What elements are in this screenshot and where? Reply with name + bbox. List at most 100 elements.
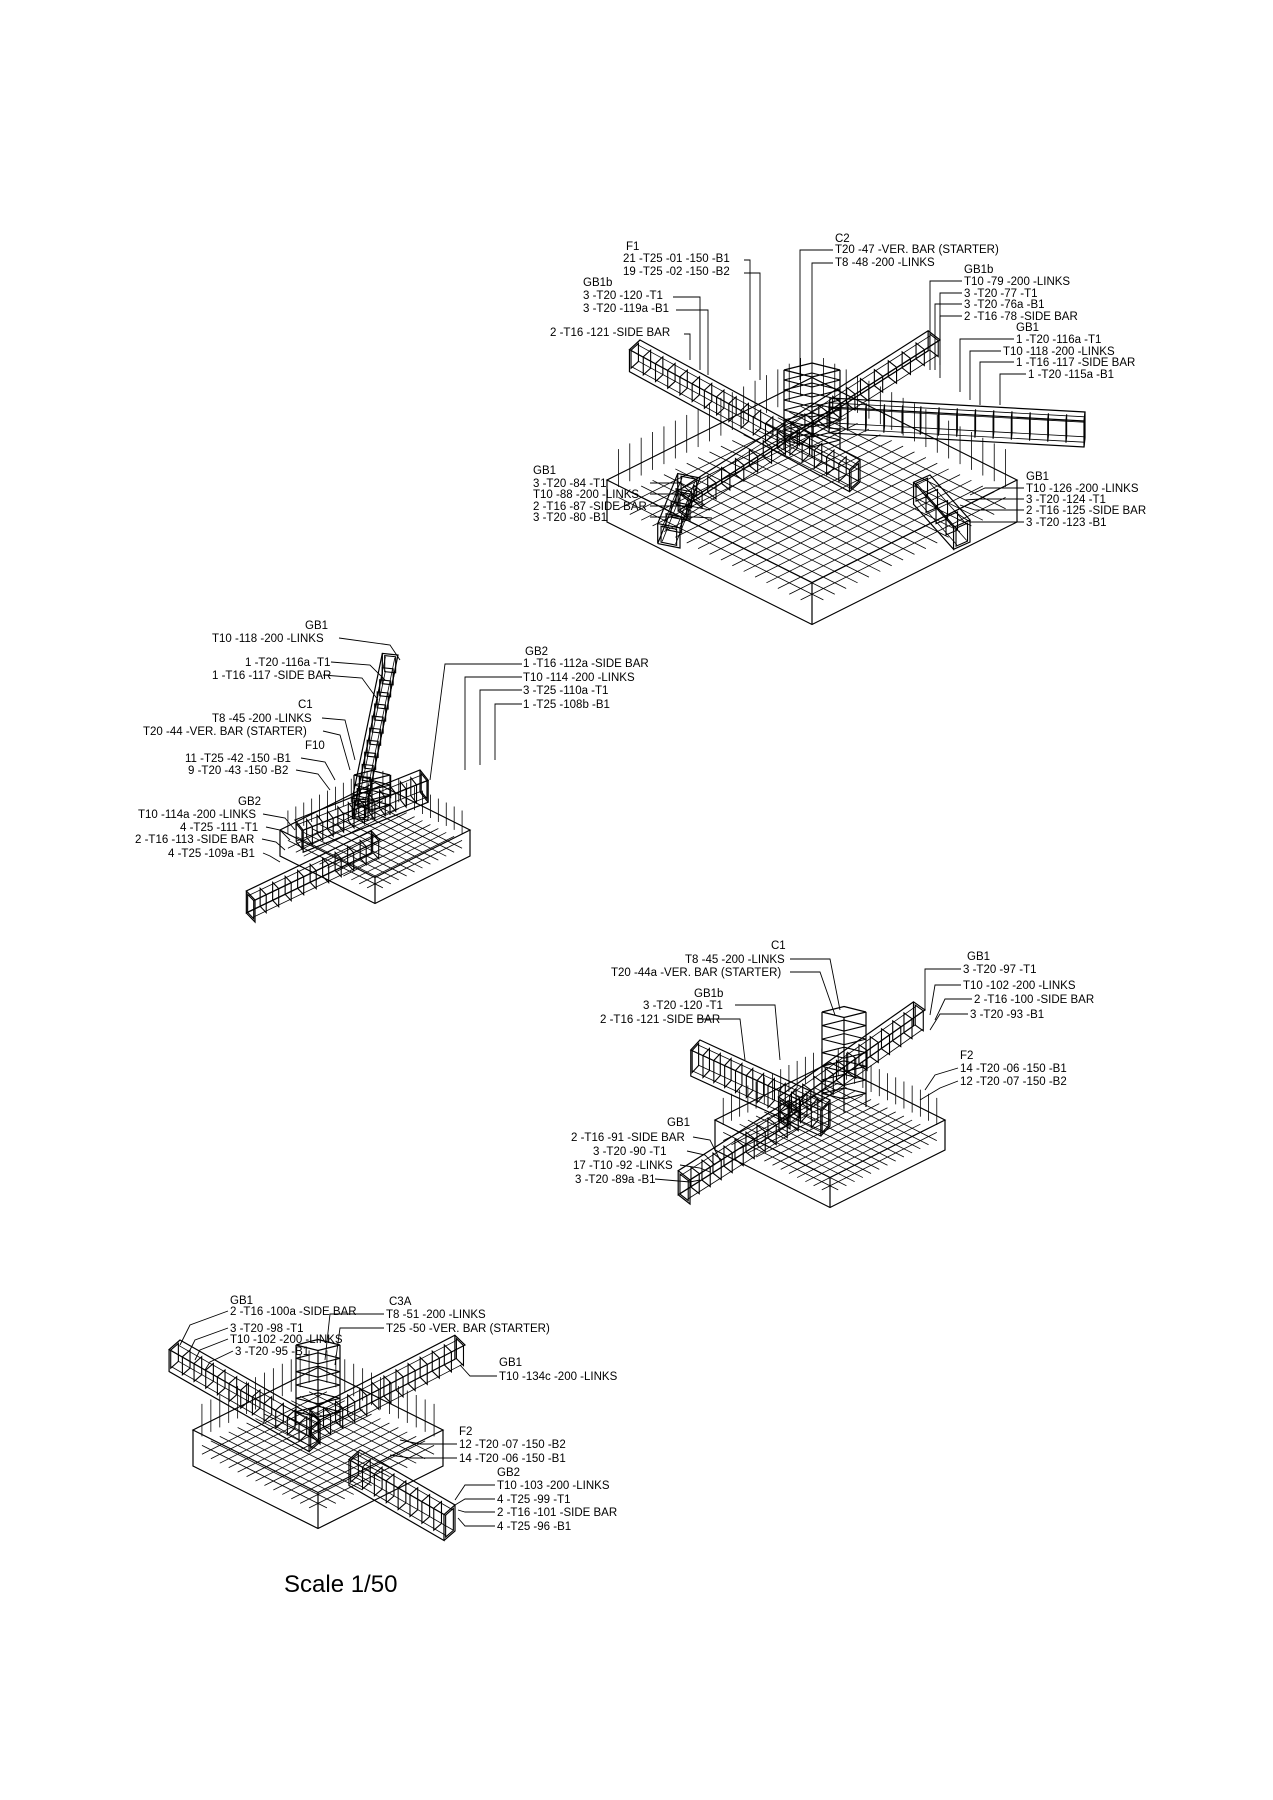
label-bar: 2 -T16 -100 -SIDE BAR [974, 994, 1095, 1006]
beam-link [181, 1348, 191, 1376]
beam-bar [253, 856, 379, 918]
beam-link [228, 1375, 238, 1403]
beam-link [369, 727, 382, 746]
beam-link [955, 522, 969, 548]
beam-bar [692, 1050, 823, 1112]
beam-link [384, 655, 397, 674]
beam-link [740, 402, 749, 430]
beam-link [850, 462, 859, 490]
leader-line [979, 361, 1014, 405]
beam-gb2-right-side [302, 780, 429, 854]
beam-link [366, 739, 379, 758]
label-bar: 14 -T20 -06 -150 -B1 [459, 1453, 566, 1465]
footing-bar [723, 1132, 839, 1191]
label-bar: 2 -T16 -113 -SIDE BAR [135, 834, 255, 846]
label-bar: 14 -T20 -06 -150 -B1 [960, 1063, 1067, 1075]
leader-line [692, 1136, 721, 1161]
label-bar: 1 -T20 -116a -T1 [1016, 334, 1102, 346]
beam-bar [171, 1366, 312, 1447]
beam-link [701, 1158, 711, 1188]
footing-bar [210, 1440, 337, 1504]
leader-line [650, 482, 701, 501]
beam-link [1028, 412, 1031, 441]
beam-bar [829, 427, 1085, 443]
label-bar: 3 -T20 -119a -B1 [583, 303, 670, 315]
leader-line [330, 661, 386, 681]
beam-bar [687, 340, 938, 502]
footing-bar [821, 1132, 937, 1191]
leader-line [300, 757, 336, 781]
leader-line [457, 1509, 495, 1513]
beam-link [728, 395, 737, 423]
label-bar: 3 -T20 -95 -B1 [235, 1346, 310, 1358]
beam-link [723, 1144, 733, 1174]
beam-gb1b-left-side [628, 349, 851, 493]
leader-line [929, 280, 962, 370]
beam-bar [301, 796, 427, 848]
beam-bar [357, 1474, 453, 1531]
beam-link [915, 477, 929, 503]
label-bar: 3 -T20 -84 -T1 [533, 478, 607, 490]
label-bar: 4 -T25 -109a -B1 [168, 848, 255, 860]
beam-link [350, 1452, 359, 1484]
leader-line [650, 516, 713, 519]
label-bar: 1 -T16 -117 -SIDE BAR [212, 670, 332, 682]
beam-bar [675, 479, 696, 531]
footing-bar [780, 1111, 896, 1170]
footing-bar [747, 1119, 864, 1178]
beam-link [956, 408, 958, 437]
column-link [295, 1352, 341, 1365]
beam-link [821, 1102, 830, 1134]
beam-link [379, 679, 392, 698]
beam-link [892, 1019, 902, 1048]
beam-link [865, 403, 867, 432]
beam-bar [317, 1345, 464, 1422]
beam-bar [661, 477, 683, 528]
column-link [783, 402, 841, 418]
column-link [353, 789, 391, 801]
beam-link [295, 821, 303, 851]
label-bar: T10 -102 -200 -LINKS [230, 1334, 343, 1346]
beam-link [373, 1465, 383, 1498]
beam-bar [829, 407, 1085, 423]
leader-line [744, 272, 761, 380]
footing-bar [618, 497, 824, 601]
beam-link [810, 1097, 819, 1129]
label-beam-mark: GB1b [964, 264, 994, 276]
beam-gb2-end [443, 1505, 456, 1541]
label-bar: T10 -118 -200 -LINKS [212, 633, 324, 645]
beam-bar [916, 499, 958, 546]
label-bar: 3 -T20 -120 -T1 [583, 290, 663, 302]
beam-link [364, 751, 377, 771]
beam-gb2-side [348, 1459, 445, 1542]
label-beam-mark: GB1 [967, 951, 991, 963]
footing-bar [796, 1119, 913, 1178]
footing-bar [640, 485, 847, 589]
beam-link [371, 715, 384, 734]
leader-line [338, 637, 401, 661]
leader-line [399, 1439, 457, 1445]
label-bar: 2 -T16 -87 -SIDE BAR [533, 501, 647, 513]
label-bar: 9 -T20 -43 -150 -B2 [188, 765, 289, 777]
label-bar: 3 -T20 -80 -B1 [533, 512, 608, 524]
beam-bar [247, 835, 374, 897]
label-footing-mark: F10 [305, 740, 325, 752]
label-bar: 12 -T20 -07 -150 -B2 [960, 1076, 1067, 1088]
beam-link [421, 1493, 431, 1525]
label-bar: 4 -T25 -99 -T1 [497, 1494, 571, 1506]
label-bar: 19 -T25 -02 -150 -B2 [623, 266, 730, 278]
beam-link [935, 499, 949, 525]
label-column-mark: C3A [389, 1296, 412, 1308]
beam-bar [687, 354, 938, 516]
leader-line [790, 958, 841, 1011]
footing-bar [805, 1123, 921, 1183]
beam-link [383, 1374, 392, 1405]
column-link [783, 412, 841, 428]
leader-line [954, 511, 1024, 523]
leader-line [650, 505, 711, 511]
leader-line [334, 1327, 384, 1366]
leader-line [429, 663, 522, 781]
beam-gb1-right-side [309, 1335, 456, 1436]
leader-line [322, 730, 351, 771]
leader-line [679, 1164, 711, 1173]
